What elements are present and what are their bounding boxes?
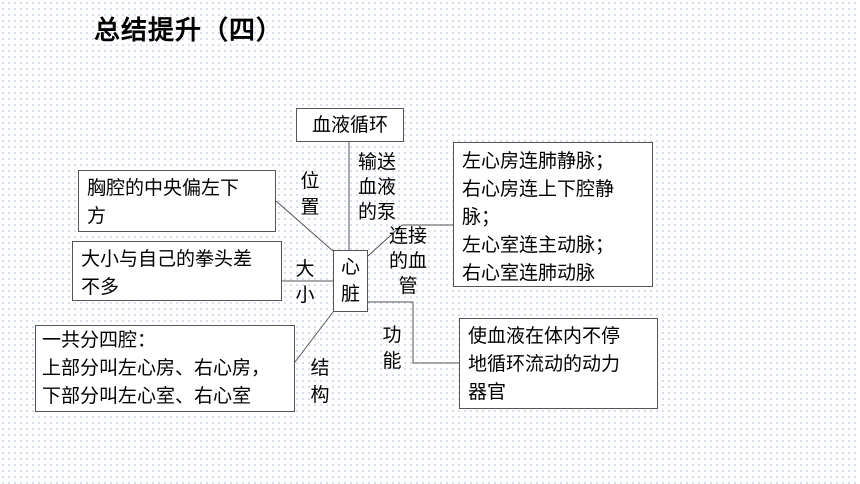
- structure-line-2: 上部分叫左心房、右心房，: [42, 357, 271, 379]
- label-position-text: 位置: [300, 170, 320, 218]
- center-node-label: 血液循环: [311, 114, 388, 136]
- structure-line-3: 下部分叫左心室、右心室: [42, 385, 252, 407]
- structure-box: 一共分四腔： 上部分叫左心房、右心房， 下部分叫左心室、右心室: [35, 325, 295, 412]
- connections-box: 左心房连肺静脉； 右心房连上下腔静 脉； 左心室连主动脉； 右心室连肺动脉: [453, 142, 653, 287]
- position-line-2: 方: [87, 205, 107, 227]
- label-size: 大小: [293, 256, 317, 308]
- label-size-text: 大小: [295, 258, 315, 306]
- function-line-1: 使血液在体内不停: [468, 325, 621, 347]
- line-connections: [367, 224, 453, 257]
- size-box: 大小与自己的拳头差 不多: [72, 241, 282, 301]
- label-structure: 结构: [308, 355, 332, 409]
- structure-line-1: 一共分四腔：: [42, 329, 157, 351]
- connections-line-3: 脉；: [462, 206, 501, 228]
- label-connect: 连接的血管: [384, 224, 432, 299]
- line-position: [275, 200, 334, 252]
- line-structure: [294, 311, 334, 363]
- position-box: 胸腔的中央偏左下 方: [78, 170, 276, 232]
- size-line-2: 不多: [81, 276, 120, 298]
- function-box: 使血液在体内不停 地循环流动的动力 器官: [459, 318, 658, 409]
- connections-line-4: 左心室连主动脉；: [462, 234, 615, 256]
- center-node-blood-circulation: 血液循环: [296, 108, 404, 142]
- page-title: 总结提升（四）: [94, 16, 284, 46]
- connections-line-2: 右心房连上下腔静: [462, 178, 615, 200]
- connections-line-5: 右心室连肺动脉: [462, 262, 596, 284]
- label-pump: 输送血液的泵: [353, 150, 401, 225]
- label-function: 功能: [380, 322, 404, 374]
- label-pump-text: 输送血液的泵: [357, 151, 396, 223]
- connections-line-1: 左心房连肺静脉；: [462, 150, 615, 172]
- label-position: 位置: [298, 168, 322, 220]
- label-function-text: 功能: [382, 324, 402, 372]
- function-line-3: 器官: [468, 381, 507, 403]
- position-line-1: 胸腔的中央偏左下: [87, 177, 240, 199]
- heart-node-label: 心脏: [341, 256, 361, 305]
- size-line-1: 大小与自己的拳头差: [81, 248, 253, 270]
- heart-node: 心脏: [333, 250, 368, 312]
- function-line-2: 地循环流动的动力: [468, 353, 621, 375]
- label-connect-text: 连接的血管: [388, 225, 427, 297]
- label-structure-text: 结构: [310, 357, 330, 406]
- line-function: [368, 301, 459, 364]
